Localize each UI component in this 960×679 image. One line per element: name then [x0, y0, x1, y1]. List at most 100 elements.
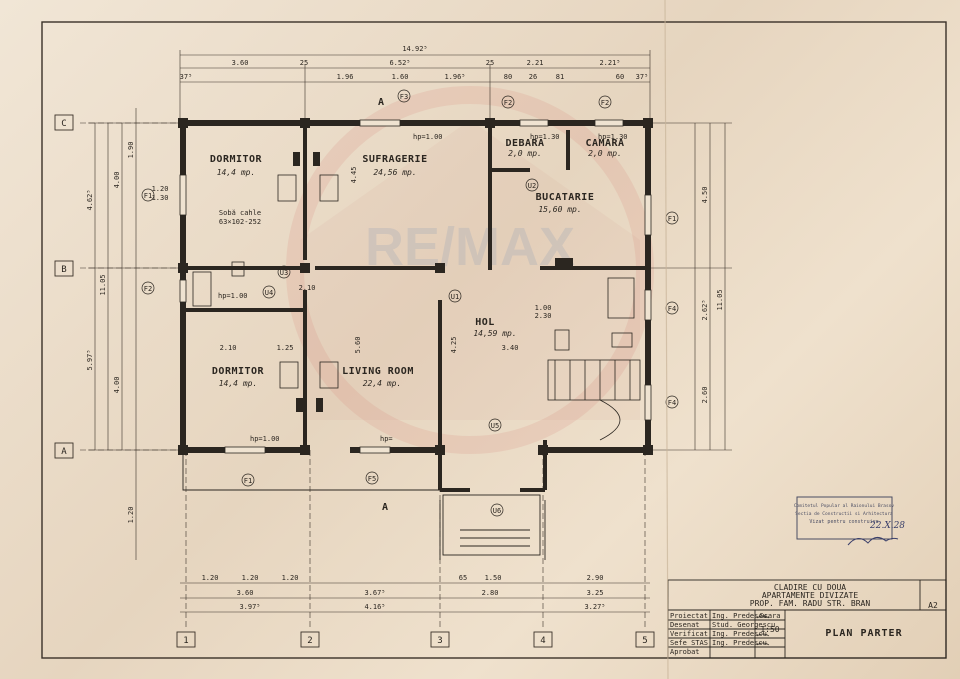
left-dim-5: 4.00	[113, 377, 121, 394]
opening-f5-bottom: F5	[368, 475, 376, 483]
room-hol: HOL	[475, 317, 495, 328]
stamp-signature-icon	[847, 537, 899, 546]
project-title-1: CLADIRE CU DOUA	[774, 583, 846, 592]
bottom-dimension-lines	[180, 582, 650, 613]
top-dim-15: 37⁵	[636, 73, 649, 81]
bottom-dim-5: 1.50	[485, 574, 502, 582]
bottom-dim-12: 4.16⁵	[364, 603, 385, 611]
misc-dim-6: 3.40	[502, 344, 519, 352]
opening-u2: U2	[528, 182, 536, 190]
signature-marks-icon	[756, 615, 770, 646]
axis-row-c: C	[61, 119, 66, 129]
left-dim-2: 11.05	[99, 274, 107, 295]
tb-role-1: Proiectat	[670, 612, 708, 620]
sheet-number: A2	[928, 601, 938, 610]
axis-col-5: 5	[642, 636, 647, 646]
misc-dim-4: 2.10	[299, 284, 316, 292]
misc-dim-3: 1.00	[535, 304, 552, 312]
total-width-dim: 14.92⁵	[402, 45, 427, 53]
top-dim-8: 2.21⁵	[599, 59, 620, 67]
scale-label: Scara	[759, 612, 780, 620]
stove-note-2: 63×102-252	[219, 218, 261, 226]
bottom-dim-3: 1.20	[282, 574, 299, 582]
hp-label-5: hp=1.00	[218, 292, 248, 300]
drawing-title: PLAN PARTER	[825, 628, 902, 639]
right-dimension-lines	[650, 122, 732, 451]
top-dim-7: 2.21	[527, 59, 544, 67]
top-dim-9: 37⁵	[180, 73, 193, 81]
bottom-dim-2: 1.20	[242, 574, 259, 582]
project-title-3: PROP. FAM. RADU STR. BRAN	[750, 599, 871, 608]
tb-role-4: Sefe STAS	[670, 639, 708, 647]
bottom-dim-13: 3.27⁵	[584, 603, 605, 611]
left-dim-1: 4.62⁵	[86, 189, 94, 210]
title-block-frame	[667, 579, 947, 659]
fixtures	[192, 174, 641, 441]
misc-dim-10: 5.60	[354, 337, 362, 354]
axis-col-1: 1	[183, 636, 188, 646]
top-dim-5: 1.96⁵	[444, 73, 465, 81]
tb-name-2: Stud. Georgescu	[712, 621, 775, 629]
hp-label-3: hp=1.30	[598, 133, 628, 141]
top-dim-6: 25	[486, 59, 494, 67]
top-dim-10: 6.52⁵	[389, 59, 410, 67]
top-dim-14: 60	[616, 73, 624, 81]
axis-row-a: A	[61, 447, 67, 457]
left-dim-6: 1.90	[127, 142, 135, 159]
bottom-dim-10: 3.25	[587, 589, 604, 597]
opening-f2-top: F2	[601, 99, 609, 107]
opening-f4-right: F4	[668, 305, 676, 313]
room-dormitor-2: DORMITOR	[212, 366, 265, 377]
axis-col-3: 3	[437, 636, 442, 646]
hp-label-1: hp=1.00	[413, 133, 443, 141]
axis-col-2: 2	[307, 636, 312, 646]
windows	[179, 119, 652, 454]
misc-dim-5: 2.30	[535, 312, 552, 320]
axis-col-4: 4	[540, 636, 545, 646]
opening-u3: U3	[280, 269, 288, 277]
bottom-dim-4: 65	[459, 574, 467, 582]
opening-u5: U5	[491, 422, 499, 430]
left-dim-4: 4.00	[113, 172, 121, 189]
room-debara: DEBARA	[505, 138, 544, 149]
top-dim-1: 3.60	[232, 59, 249, 67]
stamp-handwritten: 22.X.28	[869, 521, 905, 531]
left-dim-3: 5.97⁵	[86, 349, 94, 370]
hp-label-2: hp=1.30	[530, 133, 560, 141]
right-dim-2: 11.05	[716, 289, 724, 310]
room-dormitor-1: DORMITOR	[210, 154, 263, 165]
opening-f2-left: F2	[144, 285, 152, 293]
top-dim-4: 1.60	[392, 73, 409, 81]
opening-u6: U6	[493, 507, 501, 515]
opening-tag-circles	[141, 89, 679, 517]
opening-f1-right: F1	[668, 215, 676, 223]
left-dimension-lines	[88, 108, 178, 560]
misc-dim-2: 1.30	[152, 194, 169, 202]
bottom-dim-8: 3.67⁵	[364, 589, 385, 597]
right-dim-3: 2.62⁵	[701, 299, 709, 320]
room-debara-area: 2,0 mp.	[508, 149, 542, 158]
room-sufragerie-area: 24,56 mp.	[373, 168, 416, 177]
top-dim-11: 80	[504, 73, 512, 81]
left-dim-7: 1.20	[127, 507, 135, 524]
top-dim-2: 25	[300, 59, 308, 67]
opening-u4: U4	[265, 289, 273, 297]
entrance-steps	[439, 494, 546, 560]
room-dormitor-2-area: 14,4 mp.	[219, 379, 258, 388]
paper-crease	[664, 0, 669, 679]
misc-dim-11: 4.25	[450, 337, 458, 354]
approval-stamp-box	[796, 496, 893, 540]
opening-f4-right-b: F4	[668, 399, 676, 407]
bottom-dim-1: 1.20	[202, 574, 219, 582]
bottom-dim-9: 2.80	[482, 589, 499, 597]
hp-label-6: hp=	[380, 435, 393, 443]
room-dormitor-1-area: 14,4 mp.	[217, 168, 256, 177]
tb-role-3: Verificat	[670, 630, 708, 638]
tb-name-3: Ing. Predescu	[712, 630, 767, 638]
opening-f3-top: F3	[400, 93, 408, 101]
stamp-line-1: Comitetul Popular al Raionului Brasov	[794, 503, 895, 509]
hp-label-4: hp=1.00	[250, 435, 280, 443]
room-bucatarie: BUCATARIE	[536, 192, 595, 203]
